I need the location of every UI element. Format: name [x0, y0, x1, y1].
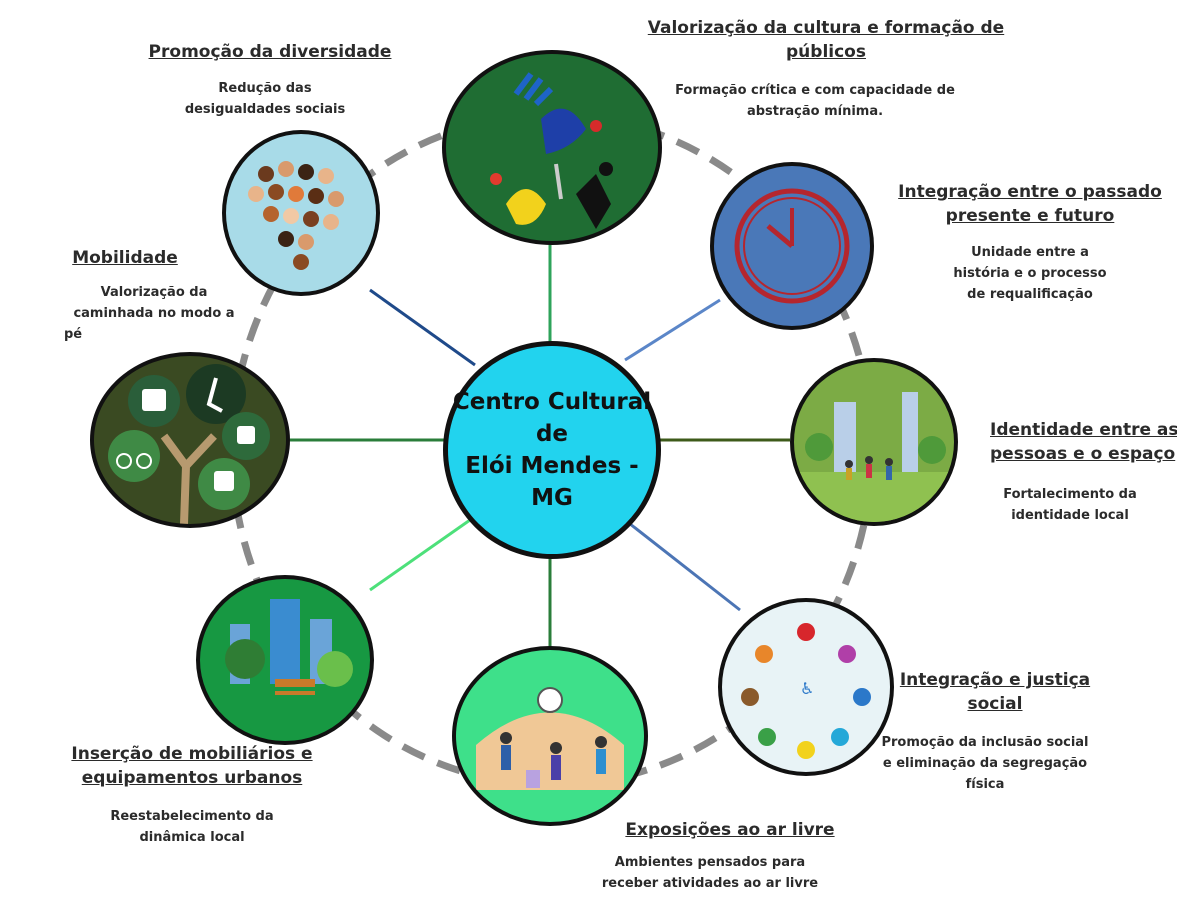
center-hub: Centro Cultural de Elói Mendes - MG — [443, 341, 661, 559]
furniture-desc-line-1: Reestabelecimento da — [110, 809, 274, 824]
identity-title-line-1: Identidade entre as — [990, 420, 1177, 440]
mobility-title-line-1: Mobilidade — [72, 248, 178, 268]
justice-title: Integração e justiça social — [890, 668, 1100, 716]
node-diversity-circle — [222, 130, 380, 296]
node-exhibitions-circle — [452, 646, 648, 826]
exhibitions-desc: Ambientes pensados para receber atividad… — [585, 852, 835, 894]
crowd-icon — [248, 161, 344, 270]
justice-desc-line-2: e eliminação da segregação — [882, 756, 1088, 771]
exhibitions-title: Exposições ao ar livre — [600, 818, 860, 842]
mobility-desc-line-1: Valorização da — [100, 285, 208, 300]
node-identity-circle — [790, 358, 958, 526]
justice-desc-line-1: Promoção da inclusão social — [881, 735, 1089, 750]
identity-desc-line-1: Fortalecimento da — [1003, 487, 1137, 502]
justice-title-line-2: social — [967, 694, 1023, 714]
center-line-4: MG — [531, 485, 573, 511]
inclusion-circle-icon: ♿ — [741, 623, 871, 759]
connector-top-right — [624, 298, 721, 362]
justice-desc-line-3: física — [965, 777, 1005, 792]
exhibitions-desc-line-1: Ambientes pensados para — [614, 855, 806, 870]
mobility-desc-line-3: pé — [64, 327, 83, 342]
justice-title-line-1: Integração e justiça — [899, 670, 1091, 690]
connector-bottom-right — [624, 518, 741, 612]
outdoor-exhibition-icon — [476, 687, 624, 790]
culture-title-line-2: públicos — [786, 42, 866, 62]
clock-icon — [734, 188, 850, 304]
connector-top-left — [369, 288, 476, 367]
identity-title: Identidade entre as pessoas e o espaço — [990, 418, 1177, 466]
culture-title-line-1: Valorização da cultura e formação de — [647, 18, 1005, 38]
node-justice-circle: ♿ — [718, 598, 894, 776]
identity-title-line-2: pessoas e o espaço — [990, 444, 1176, 464]
furniture-desc: Reestabelecimento da dinâmica local — [92, 806, 292, 848]
time-title: Integração entre o passado presente e fu… — [890, 180, 1170, 228]
center-line-2: de — [535, 421, 569, 447]
time-title-line-1: Integração entre o passado — [898, 182, 1162, 202]
exhibitions-desc-line-2: receber atividades ao ar livre — [601, 876, 819, 891]
svg-text:♿: ♿ — [800, 679, 814, 698]
mobility-title: Mobilidade — [60, 246, 190, 270]
diversity-desc: Redução das desigualdades sociais — [165, 78, 365, 120]
center-line-3: Elói Mendes - — [465, 453, 639, 479]
time-title-line-2: presente e futuro — [945, 206, 1115, 226]
node-mobility-circle — [90, 352, 290, 528]
furniture-title-line-2: equipamentos urbanos — [81, 768, 303, 788]
center-line-1: Centro Cultural — [452, 389, 652, 415]
city-park-people-icon — [794, 392, 954, 522]
node-furniture-circle — [196, 575, 374, 745]
time-desc-line-1: Unidade entre a — [971, 245, 1089, 260]
urban-furniture-icon — [225, 599, 353, 695]
diversity-desc-line-1: Redução das — [218, 81, 312, 96]
connector-bottom-left — [369, 518, 471, 592]
culture-title: Valorização da cultura e formação de púb… — [636, 16, 1016, 64]
identity-desc-line-2: identidade local — [1011, 508, 1129, 523]
diversity-title: Promoção da diversidade — [140, 40, 400, 64]
time-desc-line-2: história e o processo — [953, 266, 1107, 281]
exhibitions-title-line-1: Exposições ao ar livre — [625, 820, 835, 840]
mobility-desc-line-2: caminhada no modo a — [73, 306, 235, 321]
justice-desc: Promoção da inclusão social e eliminação… — [875, 732, 1095, 795]
time-desc: Unidade entre a história e o processo de… — [920, 242, 1140, 305]
mobility-icon — [108, 364, 270, 524]
furniture-title: Inserção de mobiliários e equipamentos u… — [62, 742, 322, 790]
diversity-title-line-1: Promoção da diversidade — [148, 42, 392, 62]
node-time-circle — [710, 162, 874, 330]
identity-desc: Fortalecimento da identidade local — [985, 484, 1155, 526]
time-desc-line-3: de requalificação — [967, 287, 1093, 302]
dancers-icon — [490, 72, 613, 229]
diversity-desc-line-2: desigualdades sociais — [184, 102, 346, 117]
culture-desc-line-2: abstração mínima. — [746, 104, 884, 119]
mobility-desc: Valorização da caminhada no modo a pé — [64, 282, 244, 345]
node-culture-circle — [442, 50, 662, 245]
culture-desc: Formação crítica e com capacidade de abs… — [640, 80, 990, 122]
furniture-desc-line-2: dinâmica local — [139, 830, 245, 845]
furniture-title-line-1: Inserção de mobiliários e — [71, 744, 313, 764]
culture-desc-line-1: Formação crítica e com capacidade de — [675, 83, 955, 98]
